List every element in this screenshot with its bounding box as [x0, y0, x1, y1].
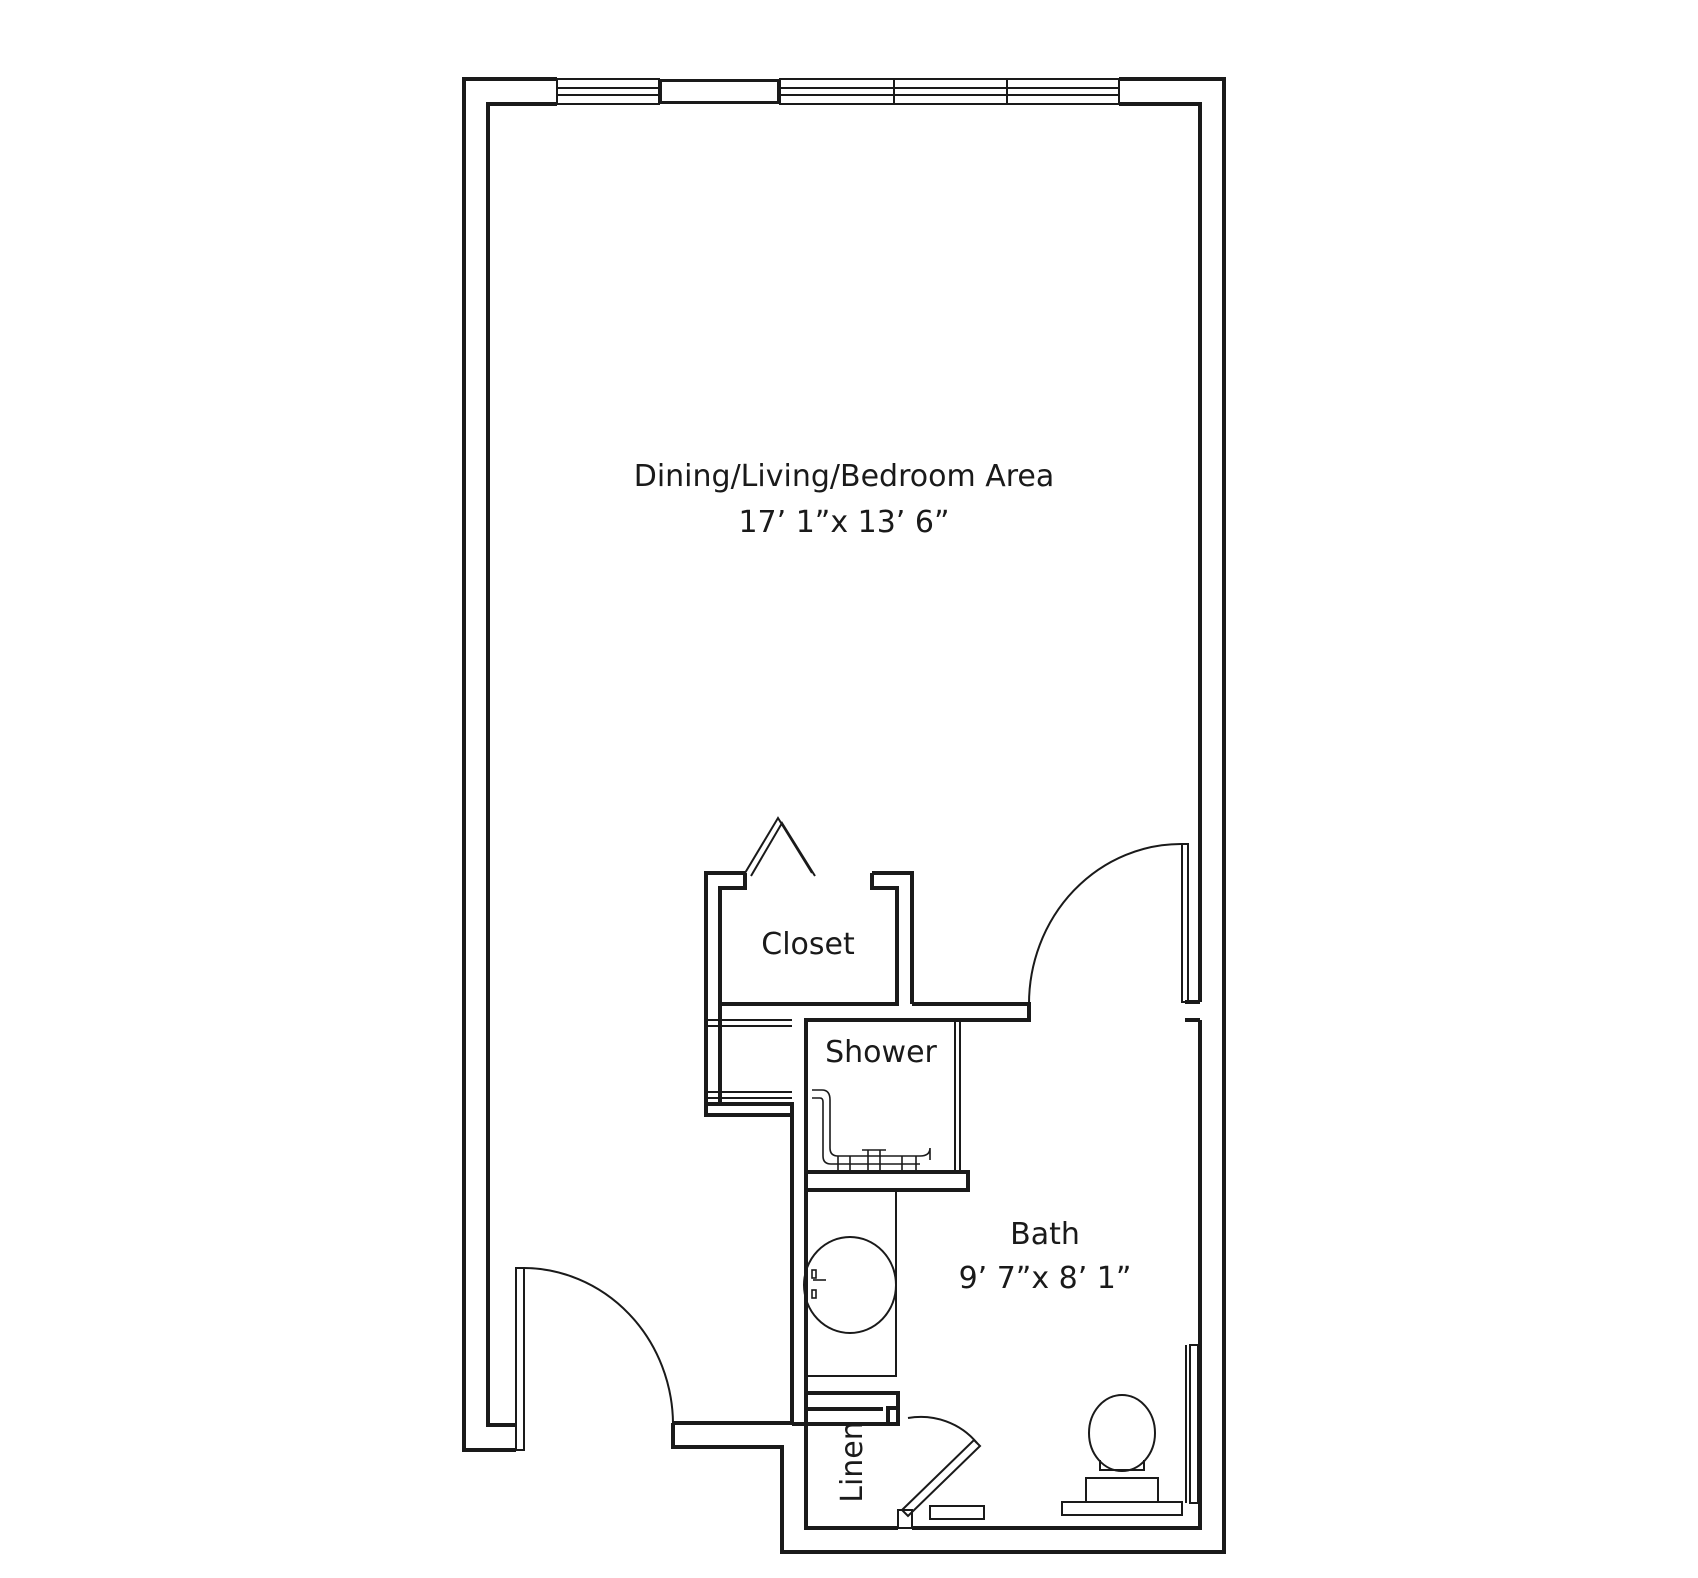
linen-label: Linen	[835, 1421, 870, 1503]
bath-dimensions: 9’ 7”x 8’ 1”	[959, 1261, 1132, 1296]
window-band	[556, 78, 1120, 105]
entry-door	[515, 1102, 794, 1451]
grab-bar	[1185, 1344, 1199, 1504]
closet-label: Closet	[761, 927, 855, 962]
shower-label: Shower	[825, 1035, 937, 1070]
main-room-dimensions: 17’ 1”x 13’ 6”	[738, 505, 949, 540]
bath-door	[1028, 842, 1189, 1005]
exterior-walls	[462, 77, 1226, 1554]
linen-closet	[804, 1391, 982, 1530]
toilet	[929, 1394, 1183, 1520]
vanity-sink	[803, 1189, 897, 1377]
bath-label: Bath	[1010, 1217, 1080, 1252]
main-room-name: Dining/Living/Bedroom Area	[634, 459, 1055, 494]
